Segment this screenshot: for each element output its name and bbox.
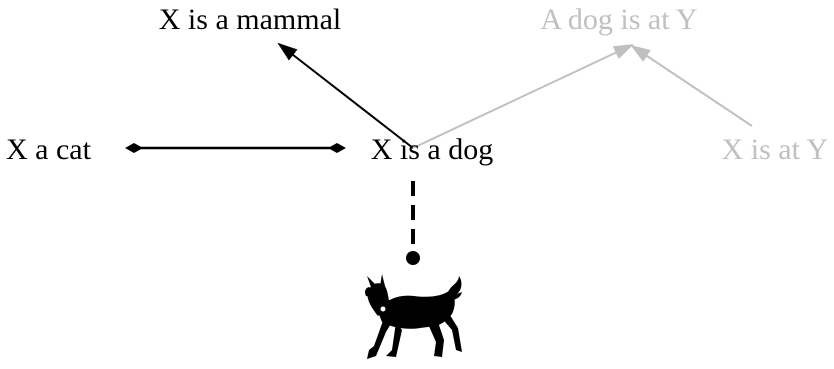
edge-dog-to-dog-at-y	[412, 44, 634, 149]
edge-at-y-to-dog-at-y	[630, 44, 753, 127]
diamond-cat-end	[125, 143, 143, 153]
node-dog-at-y: A dog is at Y	[540, 3, 697, 36]
node-mammal: X is a mammal	[159, 3, 341, 36]
edge-dog-to-mammal	[277, 42, 414, 149]
dog-icon	[365, 274, 462, 359]
node-dog: X is a dog	[371, 133, 494, 166]
grounding-dot	[406, 251, 420, 265]
node-at-y: X is at Y	[722, 133, 828, 166]
diamond-dog-end	[328, 143, 346, 153]
node-cat: X a cat	[6, 133, 92, 166]
